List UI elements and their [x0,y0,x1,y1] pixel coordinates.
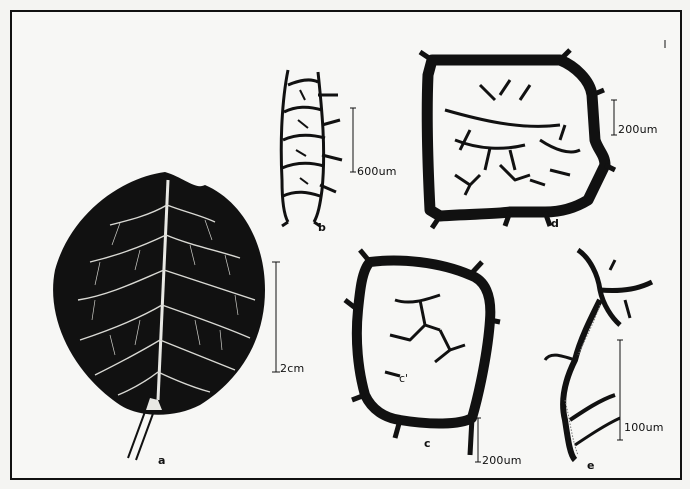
leaf-a [53,172,265,460]
panel-label-a: a [158,455,165,466]
panel-label-d: d [551,218,559,229]
areole-d [420,50,615,228]
scale-label-a: 2cm [280,363,304,374]
areole-strip-b [281,70,342,226]
areole-c [345,250,500,455]
scale-label-e: 100um [624,422,664,433]
panel-sublabel-c-prime: c' [399,373,408,384]
panel-label-e: e [587,460,594,471]
scale-label-d: 200um [618,124,658,135]
scale-label-b: 600um [357,166,397,177]
scale-label-c: 200um [482,455,522,466]
panel-label-b: b [318,222,326,233]
panel-label-c: c [424,438,431,449]
